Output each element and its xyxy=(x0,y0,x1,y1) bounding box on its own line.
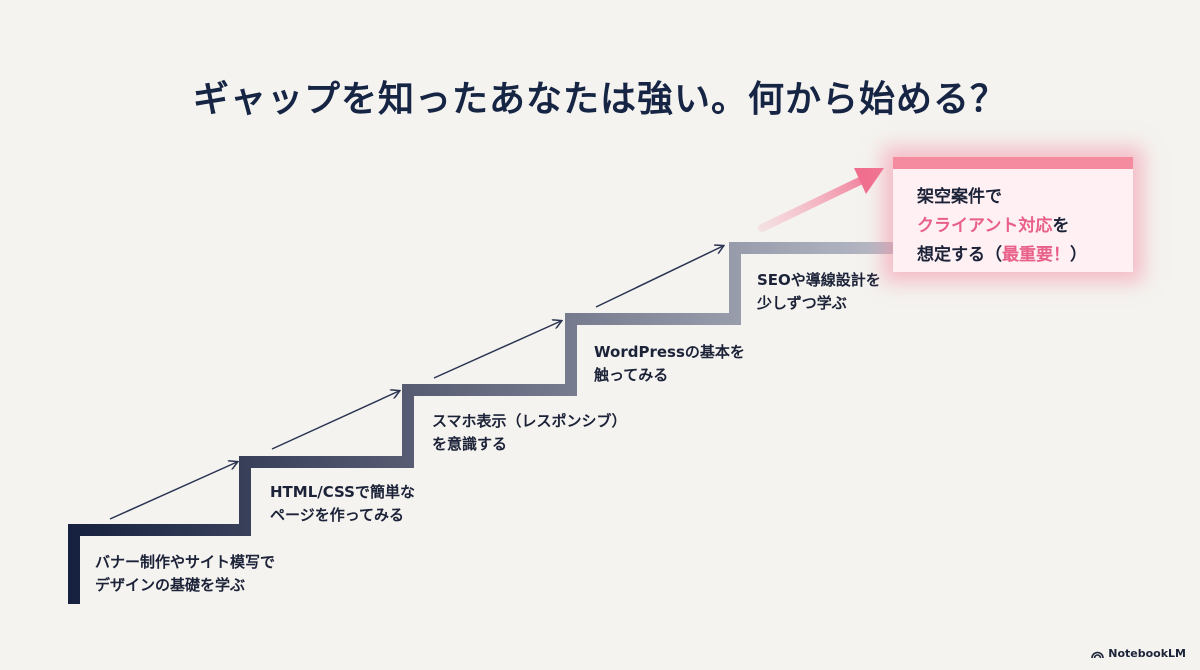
step-2-label: HTML/CSSで簡単なページを作ってみる xyxy=(270,483,415,524)
step-3-label: スマホ表示（レスポンシブ）を意識する xyxy=(432,412,627,453)
step-5-label: SEOや導線設計を少しずつ学ぶ xyxy=(757,271,881,312)
staircase-line xyxy=(68,242,895,604)
step-arrow-3 xyxy=(433,321,561,379)
step-4-label: WordPressの基本を触ってみる xyxy=(594,343,745,384)
goal-highlight-client: クライアント対応 xyxy=(917,216,1053,236)
step-arrow-1 xyxy=(109,462,237,520)
step-arrow-4 xyxy=(595,246,723,308)
step-1-label: バナー制作やサイト模写でデザインの基礎を学ぶ xyxy=(95,553,276,594)
goal-card: 架空案件で クライアント対応を 想定する（最重要！） xyxy=(893,157,1133,272)
notebooklm-logo-icon xyxy=(1091,651,1105,658)
goal-highlight-important: 最重要！ xyxy=(1002,245,1070,265)
page-title: ギャップを知ったあなたは強い。何から始める？ xyxy=(192,79,1007,120)
goal-arrow-shaft xyxy=(758,176,866,232)
goal-text: 架空案件で クライアント対応を 想定する（最重要！） xyxy=(917,187,1087,265)
notebooklm-brand: NotebookLM xyxy=(1091,647,1186,660)
goal-arrow-head xyxy=(854,168,884,194)
step-arrow-2 xyxy=(271,391,399,450)
